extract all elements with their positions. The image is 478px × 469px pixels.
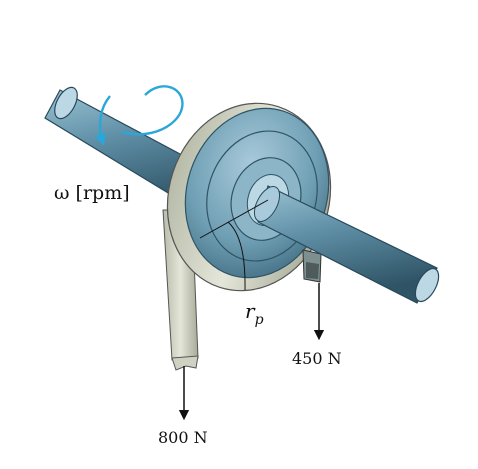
radius-label-base: r xyxy=(245,299,256,323)
radius-label: rp xyxy=(245,299,264,328)
radius-line xyxy=(199,199,269,239)
radius-indicator xyxy=(199,199,269,291)
speed-label: ω [rpm] xyxy=(54,182,130,204)
shaft-right xyxy=(253,185,440,304)
belt-right-run xyxy=(302,249,322,283)
radius-leader xyxy=(227,221,246,291)
force-label-450: 450 N xyxy=(292,349,342,368)
radius-label-sub: p xyxy=(255,312,264,328)
rotation-arrow xyxy=(94,85,184,146)
force-label-800: 800 N xyxy=(158,428,208,447)
